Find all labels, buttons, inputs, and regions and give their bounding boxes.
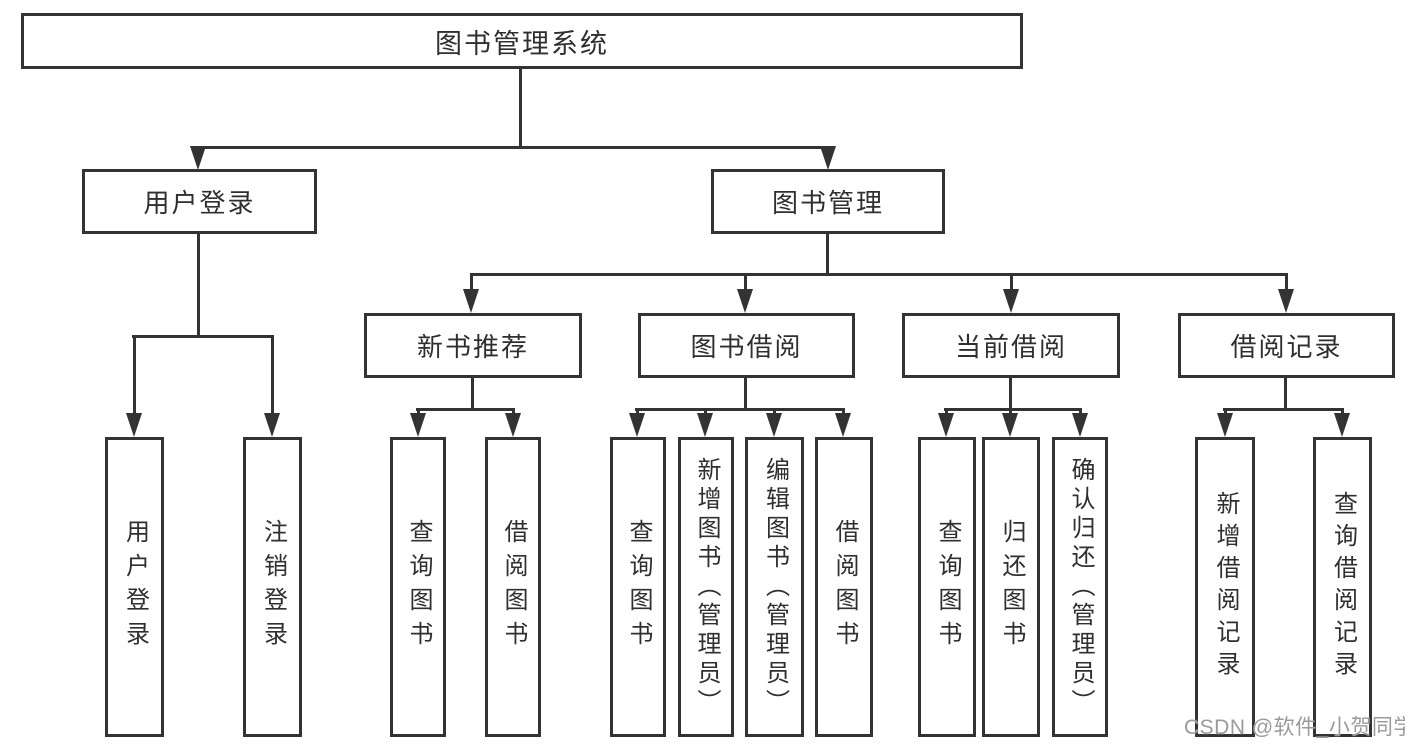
connector-new-book-stem — [471, 378, 474, 408]
connector-new-book-rail — [416, 408, 515, 411]
node-borrowing-records: 借阅记录 — [1178, 313, 1395, 378]
arrow-down-icon — [1334, 408, 1350, 437]
leaf-edit-book-admin-label: 编辑图书（管理员） — [761, 456, 789, 718]
connector-root-stem — [519, 69, 522, 146]
arrow-down-icon — [1278, 273, 1294, 313]
leaf-borrow-books-recommend-label: 借阅图书 — [500, 519, 527, 655]
arrow-down-icon — [1072, 408, 1088, 437]
leaf-edit-book-admin: 编辑图书（管理员） — [745, 437, 804, 737]
node-book-management: 图书管理 — [711, 169, 945, 234]
node-user-login: 用户登录 — [82, 169, 317, 234]
connector-level1-rail — [197, 146, 829, 149]
node-root-label: 图书管理系统 — [435, 28, 609, 59]
leaf-query-books-current: 查询图书 — [918, 437, 976, 737]
leaf-borrow-books-borrowing: 借阅图书 — [815, 437, 873, 737]
leaf-query-books-borrowing-label: 查询图书 — [625, 519, 652, 655]
arrow-down-icon — [1003, 273, 1019, 313]
connector-level2-rail — [470, 273, 1287, 276]
arrow-down-icon — [190, 146, 206, 170]
leaf-confirm-return-admin-label: 确认归还（管理员） — [1067, 456, 1094, 718]
node-borrowing-records-label: 借阅记录 — [1230, 332, 1343, 362]
leaf-add-borrow-record-label: 新增借阅记录 — [1212, 491, 1239, 683]
leaf-query-books-recommend-label: 查询图书 — [405, 519, 432, 655]
connector-current-borrowing-stem — [1009, 378, 1012, 408]
leaf-confirm-return-admin: 确认归还（管理员） — [1052, 437, 1108, 737]
arrow-down-icon — [463, 273, 479, 313]
connector-borrowing-records-stem — [1284, 378, 1287, 408]
node-user-login-label: 用户登录 — [143, 188, 256, 218]
node-new-book-recommend: 新书推荐 — [364, 313, 582, 378]
leaf-logout-label: 注销登录 — [259, 519, 287, 655]
arrow-down-icon — [126, 335, 142, 437]
connector-borrowing-records-rail — [1223, 408, 1343, 411]
arrow-down-icon — [505, 408, 521, 437]
leaf-add-book-admin-label: 新增图书（管理员） — [693, 456, 720, 718]
node-new-book-recommend-label: 新书推荐 — [416, 332, 529, 362]
leaf-query-borrow-record: 查询借阅记录 — [1313, 437, 1372, 737]
connector-user-login-stem — [197, 234, 200, 335]
leaf-query-books-current-label: 查询图书 — [934, 519, 961, 655]
arrow-down-icon — [938, 408, 954, 437]
leaf-user-login: 用户登录 — [105, 437, 164, 737]
connector-current-borrowing-rail — [944, 408, 1082, 411]
arrow-down-icon — [264, 335, 280, 437]
leaf-query-borrow-record-label: 查询借阅记录 — [1329, 491, 1357, 683]
leaf-return-book-label: 归还图书 — [998, 519, 1025, 655]
arrow-down-icon — [410, 408, 426, 437]
node-current-borrowing: 当前借阅 — [902, 313, 1120, 378]
arrow-down-icon — [629, 408, 645, 437]
connector-user-login-rail — [132, 335, 274, 338]
leaf-query-books-borrowing: 查询图书 — [610, 437, 666, 737]
node-current-borrowing-label: 当前借阅 — [954, 332, 1067, 362]
leaf-add-borrow-record: 新增借阅记录 — [1195, 437, 1255, 737]
leaf-user-login-label: 用户登录 — [121, 519, 149, 655]
node-root: 图书管理系统 — [21, 13, 1023, 69]
leaf-query-books-recommend: 查询图书 — [390, 437, 446, 737]
arrow-down-icon — [835, 408, 851, 437]
connector-book-borrowing-rail — [635, 408, 845, 411]
leaf-logout: 注销登录 — [243, 437, 302, 737]
node-book-management-label: 图书管理 — [771, 188, 884, 218]
arrow-down-icon — [1217, 408, 1233, 437]
arrow-down-icon — [737, 273, 753, 313]
csdn-watermark: CSDN @软件_小贺同学 — [1184, 716, 1405, 739]
arrow-down-icon — [1002, 408, 1018, 437]
arrow-down-icon — [766, 408, 782, 437]
connector-book-management-stem — [826, 234, 829, 273]
node-book-borrowing: 图书借阅 — [638, 313, 855, 378]
leaf-add-book-admin: 新增图书（管理员） — [678, 437, 734, 737]
leaf-borrow-books-recommend: 借阅图书 — [485, 437, 541, 737]
leaf-return-book: 归还图书 — [982, 437, 1040, 737]
connector-book-borrowing-stem — [744, 378, 747, 408]
node-book-borrowing-label: 图书借阅 — [690, 332, 803, 362]
leaf-borrow-books-borrowing-label: 借阅图书 — [831, 519, 858, 655]
arrow-down-icon — [697, 408, 713, 437]
arrow-down-icon — [820, 146, 836, 170]
